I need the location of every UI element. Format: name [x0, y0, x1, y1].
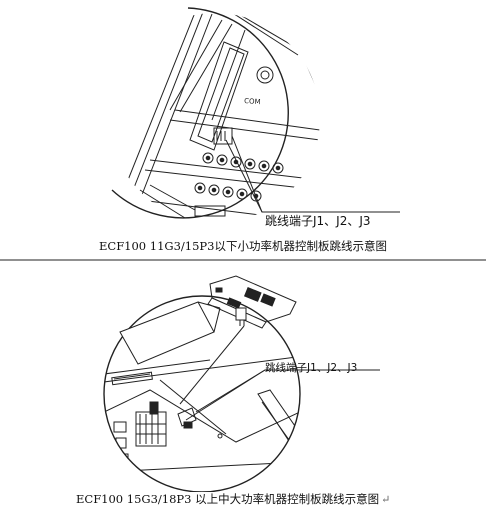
bottom-caption-text: ECF100 15G3/18P3 以上中大功率机器控制板跳线示意图 [76, 492, 380, 506]
panel-com-text: COM [244, 97, 261, 106]
top-callout-label: 跳线端子J1、J2、J3 [265, 214, 371, 228]
top-drawing: COM [111, 7, 400, 221]
bottom-figure-caption: ECF100 15G3/18P3 以上中大功率机器控制板跳线示意图↵ [40, 491, 440, 507]
top-figure-caption: ECF100 11G3/15P3以下小功率机器控制板跳线示意图 [99, 239, 387, 253]
paragraph-mark-icon: ↵ [381, 493, 391, 506]
bottom-drawing [103, 275, 380, 492]
bottom-callout-label: 跳线端子J1、J2、J3 [265, 362, 358, 374]
section-divider [0, 259, 486, 261]
